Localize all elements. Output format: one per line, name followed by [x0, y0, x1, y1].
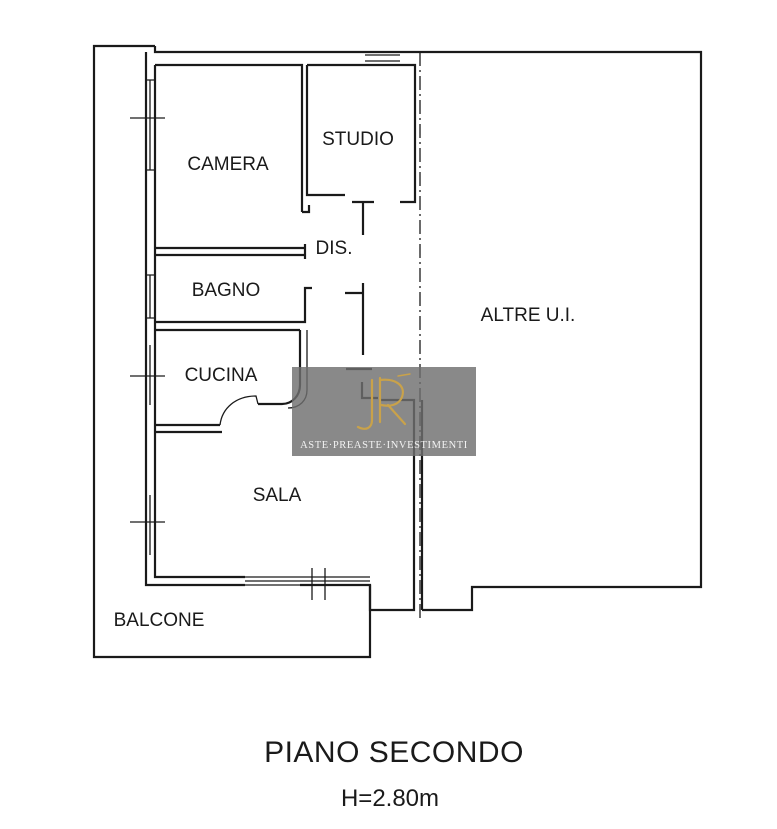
- studio-walls: [305, 63, 417, 204]
- window-left-camera: [130, 79, 165, 171]
- window-sala-bottom: [245, 576, 370, 586]
- label-studio: STUDIO: [322, 129, 394, 150]
- label-sala: SALA: [253, 485, 302, 506]
- studio-window-top: [365, 54, 400, 62]
- cucina-door-arc: [219, 395, 259, 426]
- watermark-text: ASTE·PREASTE·INVESTIMENTI: [300, 440, 468, 451]
- plan-height: H=2.80m: [341, 785, 439, 812]
- label-altre-ui: ALTRE U.I.: [481, 305, 576, 326]
- camera-door-jamb: [302, 205, 311, 214]
- altre-ui-outline: [420, 50, 703, 612]
- watermark: ASTE·PREASTE·INVESTIMENTI: [292, 367, 476, 456]
- plan-title: PIANO SECONDO: [264, 736, 524, 769]
- label-camera: CAMERA: [187, 154, 269, 175]
- corridor-right-wall: [345, 283, 365, 355]
- label-dis: DIS.: [316, 238, 353, 259]
- watermark-background: [292, 367, 476, 456]
- watermark-logo: [356, 373, 411, 430]
- corridor-left-wall: [352, 200, 374, 235]
- label-bagno: BAGNO: [192, 280, 261, 301]
- apartment-outer-wall: [144, 46, 420, 587]
- door-marker-sala: [311, 568, 326, 600]
- camera-walls: [155, 63, 305, 257]
- window-left-sala: [130, 495, 165, 555]
- apartment-inner-wall: [153, 65, 245, 579]
- window-left-cucina: [130, 345, 165, 405]
- window-left-bagno: [146, 274, 155, 319]
- label-cucina: CUCINA: [185, 365, 258, 386]
- label-balcone: BALCONE: [114, 610, 205, 631]
- bagno-walls: [155, 286, 312, 332]
